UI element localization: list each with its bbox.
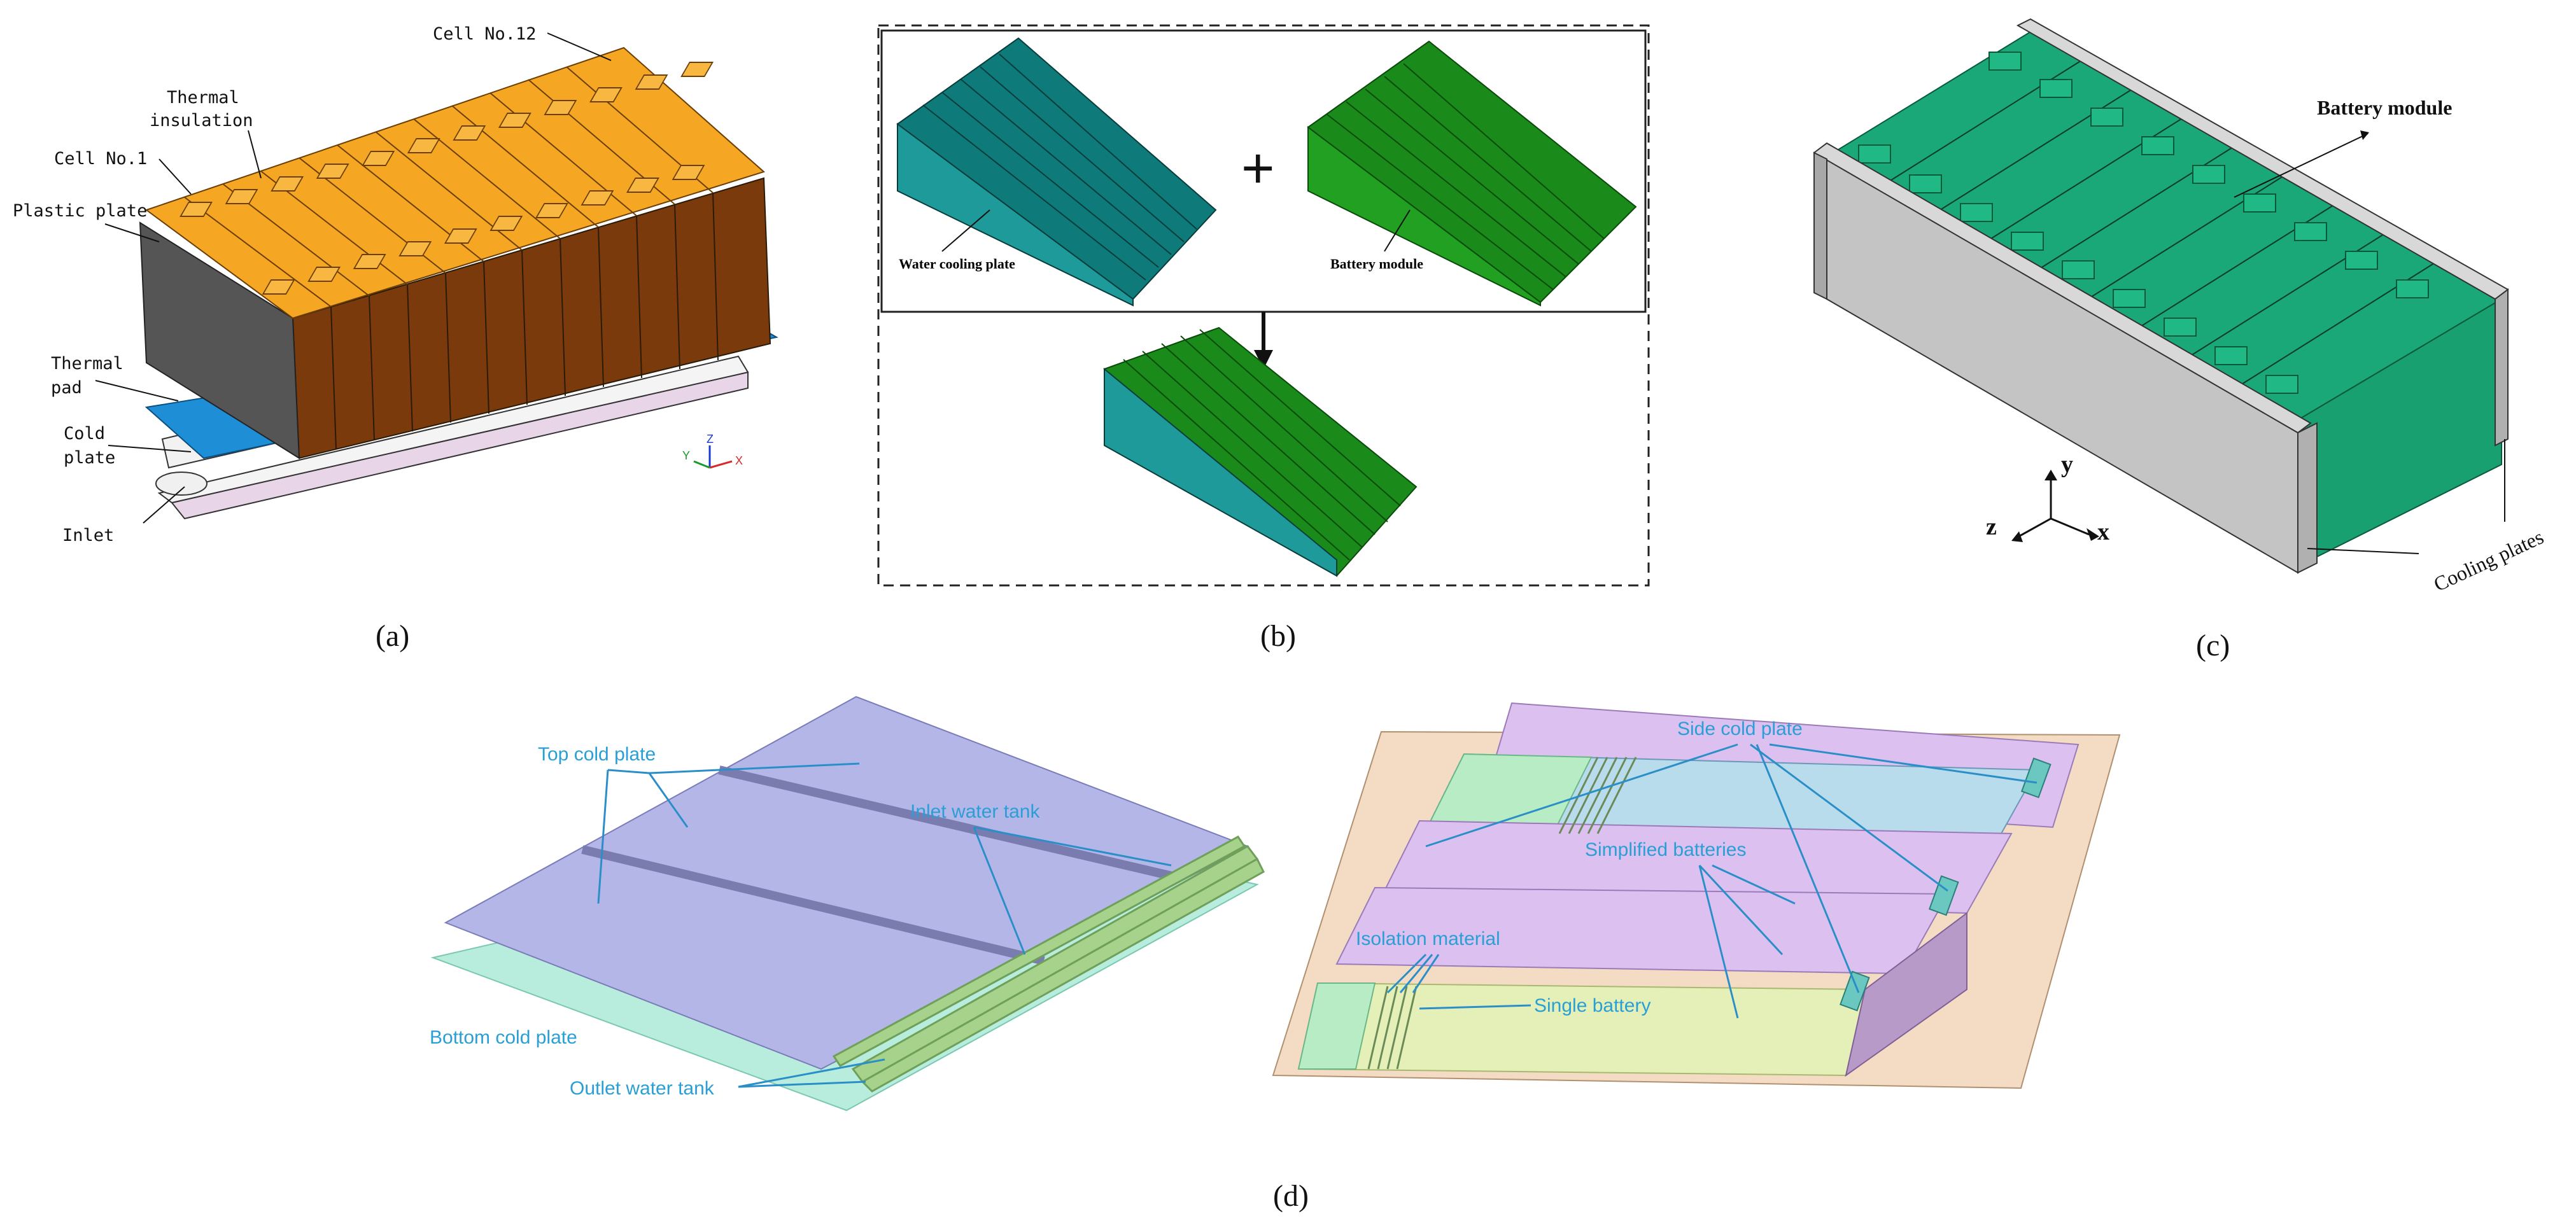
label-cooling-plates: Cooling plates [2430, 525, 2547, 596]
label-inlet: Inlet [62, 526, 114, 545]
label-battery-module-b: Battery module [1330, 256, 1423, 272]
axes-triad-c: y x z [1986, 451, 2109, 545]
axis-x-label-c: x [2097, 519, 2109, 545]
label-bottom-cold-plate: Bottom cold plate [430, 1027, 577, 1048]
label-simplified-batteries: Simplified batteries [1585, 839, 1746, 860]
axis-z-label: Z [707, 433, 714, 445]
caption-c: (c) [2196, 629, 2230, 662]
panel-b: Water cooling plate + Battery module [877, 24, 1650, 653]
slot-2 [581, 845, 1045, 965]
axis-y-label: Y [682, 449, 690, 462]
label-top-cold-plate: Top cold plate [538, 744, 656, 765]
label-plastic-plate: Plastic plate [13, 201, 147, 221]
base-plate-top [157, 355, 749, 504]
outer-dashed-frame [877, 24, 1650, 587]
label-outlet-water-tank: Outlet water tank [570, 1078, 715, 1099]
label-thermal-insulation-2: insulation [150, 111, 253, 130]
plus-sign: + [1241, 137, 1275, 200]
water-tanks [832, 835, 1265, 1093]
terminals-c [1858, 52, 2429, 394]
battery-module-model [1307, 40, 1637, 307]
label-thermal-pad-1: Thermal [51, 354, 123, 374]
label-side-cold-plate: Side cold plate [1677, 718, 1803, 739]
cooling-plate-back-end [2495, 288, 2509, 447]
axes-triad-a: Z X Y [682, 433, 743, 469]
combined-model [1103, 326, 1418, 577]
caption-a: (a) [376, 619, 409, 653]
label-cell-12: Cell No.12 [433, 24, 537, 44]
label-isolation-material: Isolation material [1356, 928, 1500, 949]
isolation-stripes [1367, 757, 1637, 1070]
slot-1 [718, 765, 1182, 883]
cell-dividers [330, 192, 719, 450]
panel-a: Z X Y Cell No.12 Thermal insulation Cell… [13, 24, 778, 653]
battery-side-face [1845, 912, 1967, 1077]
panel-d-right: Side cold plate Simplified batteries Iso… [1272, 702, 2121, 1089]
caption-b: (b) [1260, 619, 1296, 653]
label-single-battery: Single battery [1534, 995, 1650, 1016]
cooling-plate-top-edge [1813, 142, 2312, 434]
axis-x-label: X [735, 454, 743, 467]
label-thermal-pad-2: pad [51, 378, 82, 398]
down-arrow-head [1254, 350, 1273, 369]
cooling-plate-right-end [2297, 422, 2318, 574]
battery-row-4-green [1297, 982, 1376, 1070]
label-inlet-water-tank: Inlet water tank [910, 801, 1040, 822]
panel-d-left: Top cold plate Inlet water tank Bottom c… [430, 695, 1265, 1112]
axis-y-label-c: y [2061, 451, 2073, 478]
cooling-plate-end [1813, 151, 1827, 300]
label-cold-plate-2: plate [64, 448, 115, 468]
label-water-cooling-plate: Water cooling plate [899, 256, 1015, 272]
terminals [179, 62, 714, 295]
label-thermal-insulation-1: Thermal [167, 88, 239, 108]
label-cell-1: Cell No.1 [54, 149, 147, 169]
caption-d: (d) [1273, 1179, 1309, 1213]
side-cold-plate-brackets [1839, 757, 2052, 1012]
plastic-plate [139, 221, 300, 459]
label-battery-module-c: Battery module [2317, 96, 2452, 119]
water-cooling-plate-model [896, 37, 1217, 307]
panel-c: Battery module Cooling plates y x z (c) [1813, 18, 2547, 662]
axis-z-label-c: z [1986, 514, 1997, 540]
inlet-pipe [155, 472, 208, 496]
label-cold-plate-1: Cold [64, 424, 105, 444]
cell-top-face [144, 46, 765, 319]
